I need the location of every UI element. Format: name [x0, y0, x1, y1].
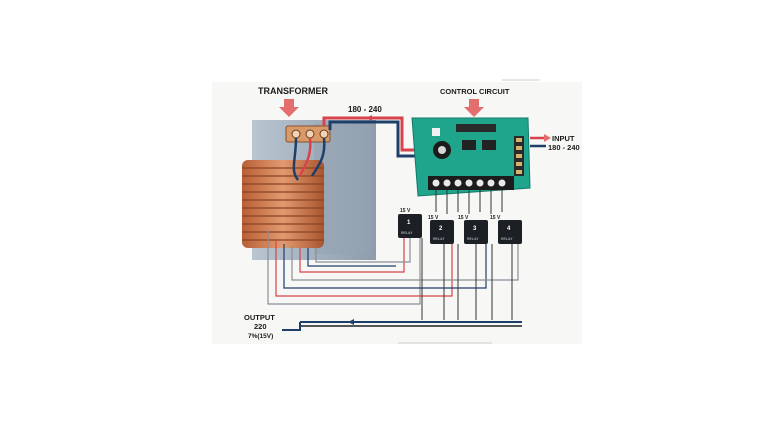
relay-tag: RELAY: [501, 237, 513, 241]
control-arrow-icon: [464, 99, 484, 117]
relay-number: 3: [473, 226, 477, 232]
lead-wire: [298, 137, 312, 177]
relay-body: [398, 214, 422, 238]
relay-voltage: 15 V: [428, 215, 439, 221]
tap-wires: [267, 230, 519, 305]
relay-tag: RELAY: [467, 237, 479, 241]
lead-wire: [292, 137, 300, 181]
red-supply-wire: [322, 116, 420, 152]
input-arrow-icon: [544, 134, 551, 142]
relay-2: 15 V 2 RELAY: [428, 215, 454, 244]
relay-number: 2: [439, 226, 443, 232]
relay-voltage: 15 V: [400, 208, 411, 214]
wire-arrow-icon: [366, 115, 372, 121]
relay-body: [430, 220, 454, 244]
terminal-screw: [319, 129, 329, 139]
coil-windings: [242, 167, 324, 241]
regulator: [462, 140, 476, 150]
transformer: [242, 120, 376, 260]
output-label: OUTPUT: [244, 313, 275, 322]
regulator: [482, 140, 496, 150]
transformer-arrow-icon: [279, 99, 299, 117]
transformer-coil: [242, 160, 324, 248]
wire-label-top: 180 - 240: [348, 105, 382, 114]
relay-body: [498, 220, 522, 244]
blue-supply-wire: [328, 120, 420, 158]
output-arrow-icon: [348, 319, 354, 325]
relay-number: 4: [507, 226, 511, 232]
terminal-screws: [432, 179, 506, 187]
control-board: [411, 117, 531, 197]
board-marker: [432, 128, 440, 136]
relay-4: 15 V 4 RELAY: [490, 215, 522, 244]
ic-chip: [456, 124, 496, 132]
relay-voltage: 15 V: [490, 215, 501, 221]
relay-tag: RELAY: [433, 237, 445, 241]
terminal-screw: [291, 129, 301, 139]
output-tolerance: 7%(15V): [248, 333, 273, 340]
lead-wire: [310, 137, 326, 177]
relay-output-wires: [421, 238, 513, 320]
transformer-title: TRANSFORMER: [258, 86, 328, 96]
header-pins: [516, 138, 522, 174]
relay-3: 15 V 3 RELAY: [458, 215, 488, 244]
control-circuit-title: CONTROL CIRCUIT: [440, 87, 510, 96]
capacitor-top: [438, 146, 446, 154]
output-lead: [282, 322, 301, 331]
output-voltage: 220: [254, 322, 267, 331]
relay-voltage: 15 V: [458, 215, 469, 221]
input-range: 180 - 240: [548, 143, 580, 152]
relay-1: 1 RELAY: [398, 214, 422, 238]
relay-tag: RELAY: [401, 231, 413, 235]
terminal-screw: [305, 129, 315, 139]
relay-number: 1: [407, 220, 411, 226]
relay-body: [464, 220, 488, 244]
relay-feed-wires: [435, 190, 503, 214]
input-label: INPUT: [552, 134, 575, 143]
